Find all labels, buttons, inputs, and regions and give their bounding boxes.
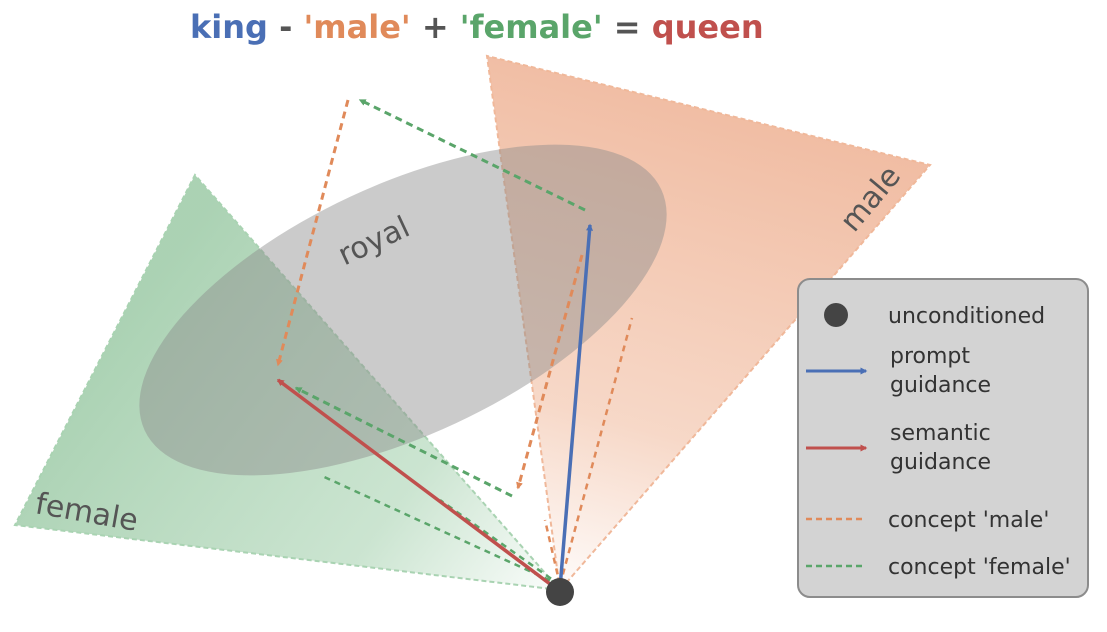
female-concept-arrow-top xyxy=(358,98,586,212)
legend-prompt-label-line1: prompt xyxy=(890,344,970,369)
semantic-guidance-arrow xyxy=(276,378,560,592)
title-plus: + xyxy=(411,8,460,46)
equation-title: king - 'male' + 'female' = queen xyxy=(190,8,764,46)
male-concept-edge-line xyxy=(543,519,562,586)
legend-unconditioned-marker xyxy=(824,303,848,327)
title-queen: queen xyxy=(652,8,764,46)
legend-box xyxy=(797,278,1089,598)
female-concept-arrow-bottom xyxy=(294,386,513,498)
female-concept-edge-line xyxy=(439,498,561,587)
female-region xyxy=(13,173,563,592)
male-concept-inner-line xyxy=(558,317,634,586)
prompt-guidance-arrow xyxy=(558,223,594,589)
female-concept-inner-line xyxy=(319,473,561,587)
title-king: king xyxy=(190,8,268,46)
male-concept-arrow-right xyxy=(516,254,584,490)
title-female: 'female' xyxy=(460,8,603,46)
legend-concept-male-label: concept 'male' xyxy=(888,508,1049,533)
legend-semantic-label-line2: guidance xyxy=(890,450,991,475)
legend-unconditioned-label: unconditioned xyxy=(888,304,1045,329)
title-male: 'male' xyxy=(304,8,411,46)
legend-semantic-label-line1: semantic xyxy=(890,421,991,446)
male-region xyxy=(485,54,932,593)
royal-region xyxy=(139,144,667,476)
legend-prompt-label-line2: guidance xyxy=(890,373,991,398)
unconditioned-point xyxy=(546,578,574,606)
title-minus: - xyxy=(268,8,304,46)
legend: unconditioned prompt guidance semantic g… xyxy=(797,278,1089,598)
title-equals: = xyxy=(603,8,652,46)
male-concept-arrow-left xyxy=(276,99,350,367)
legend-concept-female-label: concept 'female' xyxy=(888,555,1071,580)
